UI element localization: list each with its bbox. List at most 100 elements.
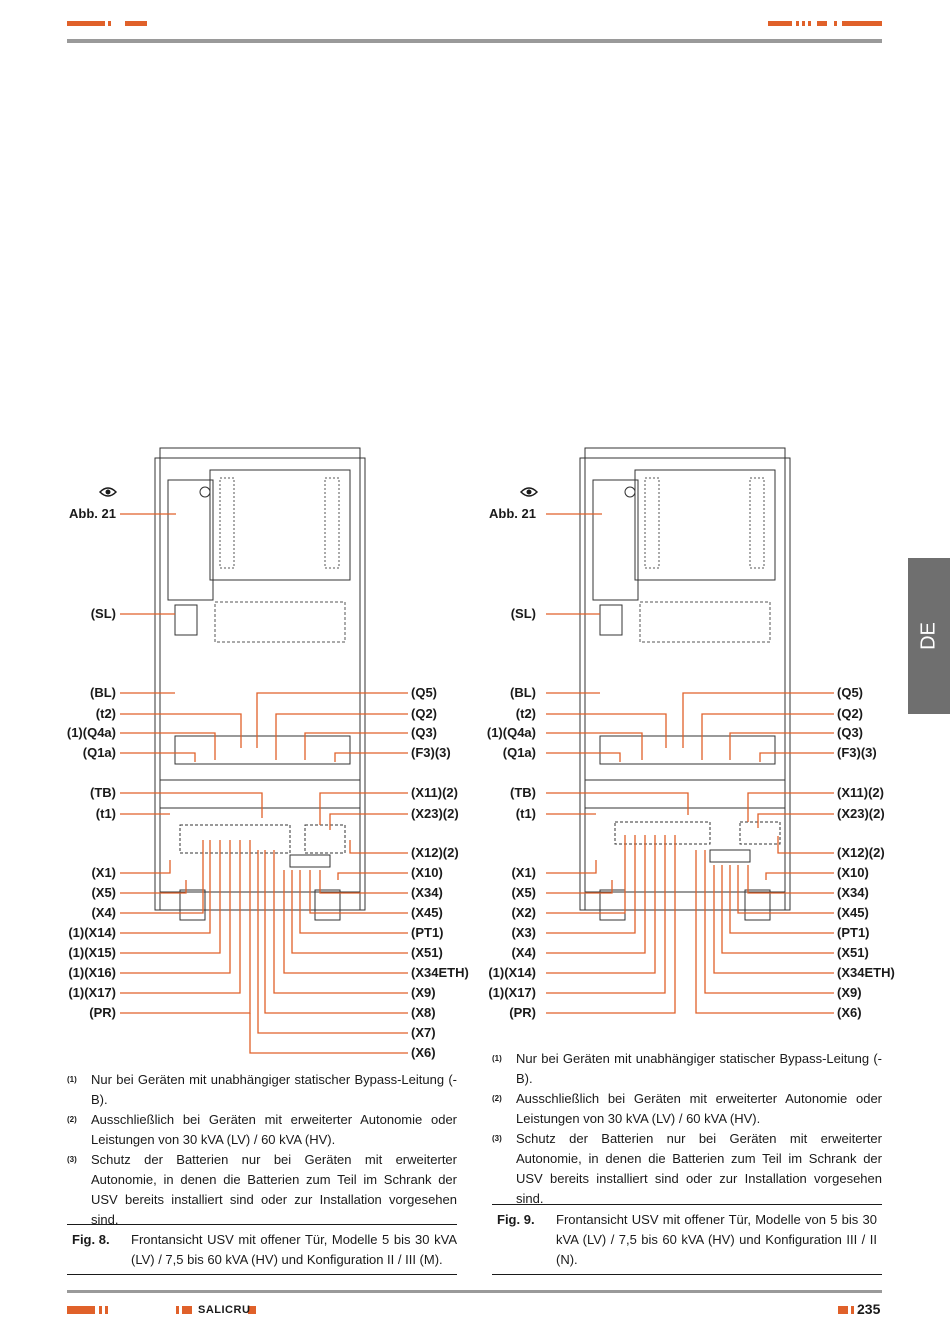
label-x10: (X10) bbox=[837, 865, 869, 880]
footnote-1: (1) Nur bei Geräten mit unabhängiger sta… bbox=[67, 1070, 457, 1110]
footnote-mark: (3) bbox=[492, 1134, 502, 1143]
label-x17: (1)(X17) bbox=[68, 985, 116, 1000]
page-number: 235 bbox=[857, 1301, 881, 1317]
label-x9: (X9) bbox=[837, 985, 862, 1000]
label-x23: (X23)(2) bbox=[837, 806, 885, 821]
footnote-mark: (2) bbox=[492, 1094, 502, 1103]
label-pr: (PR) bbox=[89, 1005, 116, 1020]
label-x17: (1)(X17) bbox=[488, 985, 536, 1000]
eye-icon bbox=[99, 487, 117, 497]
figure-caption-right: Fig. 9. Frontansicht USV mit offener Tür… bbox=[497, 1210, 877, 1274]
label-q4a: (1)(Q4a) bbox=[66, 725, 116, 740]
ups-diagram-left bbox=[154, 447, 366, 921]
header-rule bbox=[67, 39, 882, 43]
label-x1: (X1) bbox=[91, 865, 116, 880]
label-x14: (1)(X14) bbox=[488, 965, 536, 980]
language-tab[interactable]: DE bbox=[908, 558, 950, 714]
label-x10: (X10) bbox=[411, 865, 443, 880]
label-sl: (SL) bbox=[510, 606, 536, 621]
footnote-text: Schutz der Batterien nur bei Geräten mit… bbox=[91, 1152, 457, 1227]
label-x7: (X7) bbox=[411, 1025, 436, 1040]
label-f3: (F3)(3) bbox=[411, 745, 451, 760]
label-q3: (Q3) bbox=[837, 725, 863, 740]
label-x3: (X3) bbox=[511, 925, 536, 940]
eye-icon bbox=[520, 487, 538, 497]
label-x34: (X34) bbox=[837, 885, 869, 900]
label-sl: (SL) bbox=[90, 606, 116, 621]
label-abb21[interactable]: Abb. 21 bbox=[489, 506, 536, 521]
label-pr: (PR) bbox=[509, 1005, 536, 1020]
label-x51: (X51) bbox=[837, 945, 869, 960]
footnote-mark: (3) bbox=[67, 1155, 77, 1164]
label-x15: (1)(X15) bbox=[68, 945, 116, 960]
label-bl: (BL) bbox=[510, 685, 536, 700]
label-tb: (TB) bbox=[90, 785, 116, 800]
label-x2: (X2) bbox=[511, 905, 536, 920]
caption-number: Fig. 9. bbox=[497, 1212, 535, 1227]
caption-number: Fig. 8. bbox=[72, 1232, 110, 1247]
label-q2: (Q2) bbox=[411, 706, 437, 721]
label-abb21[interactable]: Abb. 21 bbox=[69, 506, 116, 521]
footnote-mark: (1) bbox=[492, 1054, 502, 1063]
caption-rule-bottom-left bbox=[67, 1274, 457, 1275]
label-pt1: (PT1) bbox=[837, 925, 870, 940]
label-x14: (1)(X14) bbox=[68, 925, 116, 940]
label-t2: (t2) bbox=[515, 706, 536, 721]
label-q5: (Q5) bbox=[411, 685, 437, 700]
label-x51: (X51) bbox=[411, 945, 443, 960]
label-q3: (Q3) bbox=[411, 725, 437, 740]
label-x12: (X12)(2) bbox=[837, 845, 885, 860]
label-x23: (X23)(2) bbox=[411, 806, 459, 821]
label-tb: (TB) bbox=[510, 785, 536, 800]
label-x6: (X6) bbox=[837, 1005, 862, 1020]
label-q1a: (Q1a) bbox=[82, 745, 116, 760]
ups-diagram-right bbox=[579, 447, 791, 921]
footer-brand: SALICRU bbox=[198, 1304, 251, 1316]
footnote-text: Ausschließlich bei Geräten mit erweitert… bbox=[91, 1112, 457, 1147]
footnote-text: Nur bei Geräten mit unabhängiger statisc… bbox=[91, 1072, 457, 1107]
caption-rule-top-left bbox=[67, 1224, 457, 1225]
footnote-mark: (2) bbox=[67, 1115, 77, 1124]
footnote-text: Schutz der Batterien nur bei Geräten mit… bbox=[516, 1131, 882, 1206]
caption-text: Frontansicht USV mit offener Tür, Modell… bbox=[131, 1232, 457, 1267]
label-x8: (X8) bbox=[411, 1005, 436, 1020]
footnote-1: (1) Nur bei Geräten mit unabhängiger sta… bbox=[492, 1049, 882, 1089]
label-x6: (X6) bbox=[411, 1045, 436, 1060]
label-q4a: (1)(Q4a) bbox=[486, 725, 536, 740]
label-x5: (X5) bbox=[511, 885, 536, 900]
label-t2: (t2) bbox=[95, 706, 116, 721]
label-x9: (X9) bbox=[411, 985, 436, 1000]
label-f3: (F3)(3) bbox=[837, 745, 877, 760]
footnote-3: (3) Schutz der Batterien nur bei Geräten… bbox=[492, 1129, 882, 1209]
label-x45: (X45) bbox=[837, 905, 869, 920]
label-x4: (X4) bbox=[511, 945, 536, 960]
footer-rule bbox=[67, 1290, 882, 1293]
label-x4: (X4) bbox=[91, 905, 116, 920]
label-x34: (X34) bbox=[411, 885, 443, 900]
label-q2: (Q2) bbox=[837, 706, 863, 721]
label-q5: (Q5) bbox=[837, 685, 863, 700]
footnote-3: (3) Schutz der Batterien nur bei Geräten… bbox=[67, 1150, 457, 1230]
figure-caption-left: Fig. 8. Frontansicht USV mit offener Tür… bbox=[72, 1230, 457, 1274]
footnote-2: (2) Ausschließlich bei Geräten mit erwei… bbox=[492, 1089, 882, 1129]
label-pt1: (PT1) bbox=[411, 925, 444, 940]
label-x5: (X5) bbox=[91, 885, 116, 900]
caption-text: Frontansicht USV mit offener Tür, Modell… bbox=[556, 1212, 877, 1267]
caption-rule-bottom-right bbox=[492, 1274, 882, 1275]
label-x11: (X11)(2) bbox=[411, 785, 458, 800]
footnote-text: Ausschließlich bei Geräten mit erweitert… bbox=[516, 1091, 882, 1126]
label-x16: (1)(X16) bbox=[68, 965, 116, 980]
label-x34eth: (X34ETH) bbox=[837, 965, 895, 980]
label-t1: (t1) bbox=[95, 806, 116, 821]
label-t1: (t1) bbox=[515, 806, 536, 821]
label-x45: (X45) bbox=[411, 905, 443, 920]
label-x1: (X1) bbox=[511, 865, 536, 880]
label-x34eth: (X34ETH) bbox=[411, 965, 469, 980]
label-bl: (BL) bbox=[90, 685, 116, 700]
caption-rule-top-right bbox=[492, 1204, 882, 1205]
label-x11: (X11)(2) bbox=[837, 785, 884, 800]
footnote-mark: (1) bbox=[67, 1075, 77, 1084]
label-q1a: (Q1a) bbox=[502, 745, 536, 760]
